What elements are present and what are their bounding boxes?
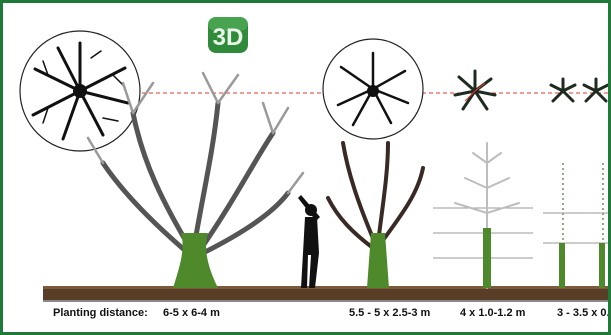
canopy-top-view-icon bbox=[20, 31, 140, 151]
3d-badge-icon: 3D bbox=[208, 17, 248, 53]
planting-distance-value: 5.5 - 5 x 2.5-3 m bbox=[349, 307, 430, 319]
canopy-top-view-icon bbox=[551, 79, 608, 101]
planting-systems-diagram: 3D bbox=[3, 3, 611, 335]
trellis-icon bbox=[543, 163, 611, 288]
person-silhouette-icon bbox=[298, 195, 320, 288]
planting-distance-value: 6-5 x 6-4 m bbox=[163, 307, 220, 319]
canopy-top-view-icon bbox=[455, 71, 495, 109]
soil-strip bbox=[43, 286, 611, 300]
badge-text: 3D bbox=[213, 24, 244, 51]
trellis-icon bbox=[433, 143, 533, 288]
tree-icon bbox=[328, 143, 423, 288]
canopy-top-view-icon bbox=[323, 39, 423, 139]
planting-distance-value: 3 - 3.5 x 0.8- bbox=[557, 307, 611, 319]
planting-distance-value: 4 x 1.0-1.2 m bbox=[460, 307, 525, 319]
planting-distance-label: Planting distance: bbox=[53, 307, 148, 319]
